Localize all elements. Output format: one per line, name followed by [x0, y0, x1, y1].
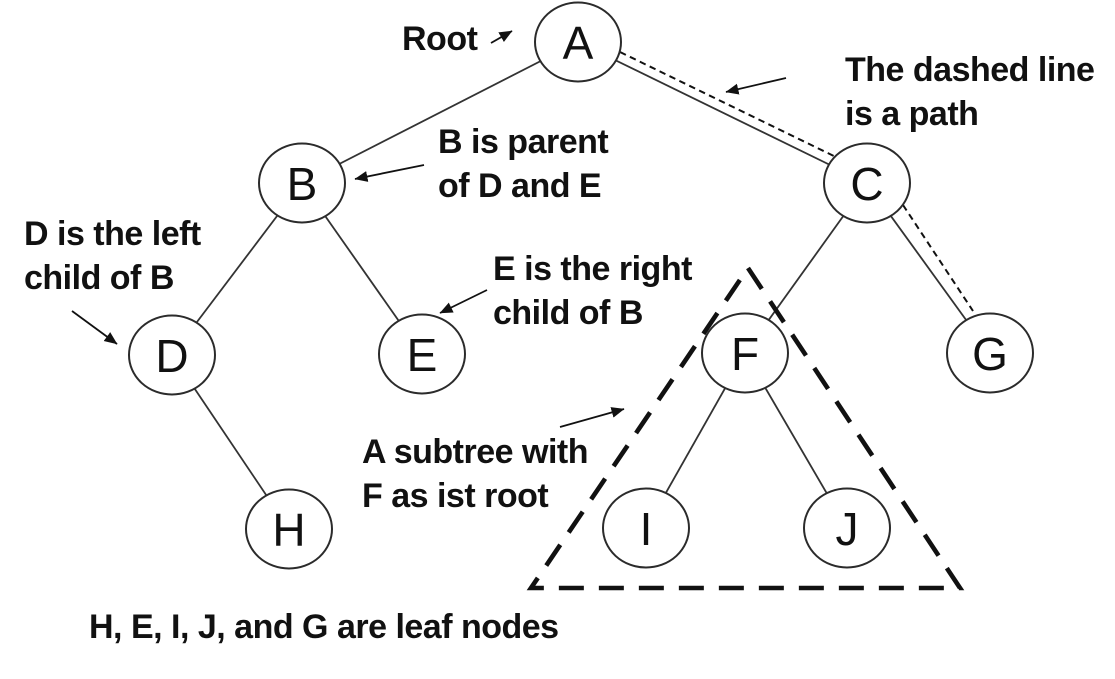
annotation-subtree: A subtree with F as ist root	[362, 430, 589, 518]
tree-node-h: H	[245, 488, 333, 570]
tree-node-c: C	[823, 142, 911, 224]
tree-node-d: D	[128, 314, 216, 396]
annotation-root: Root	[402, 17, 478, 61]
annotation-right-child-line1: E is the right	[493, 250, 692, 288]
tree-node-b: B	[258, 142, 346, 224]
tree-node-label-c: C	[850, 158, 883, 210]
tree-edge-a-b	[301, 41, 579, 184]
tree-node-label-e: E	[407, 329, 438, 381]
annotation-path-line1: The dashed line	[845, 51, 1095, 89]
dashed-path-segment-2	[902, 204, 974, 312]
dashed-path-segment-1	[619, 51, 841, 160]
tree-node-label-j: J	[836, 503, 859, 555]
tree-node-f: F	[701, 312, 789, 394]
subtree-triangle	[526, 263, 965, 591]
parent-arrow	[354, 164, 425, 182]
annotation-left-child: D is the left child of B	[24, 212, 201, 300]
tree-node-i: I	[602, 487, 690, 569]
tree-node-circle-d	[128, 314, 216, 396]
annotation-path: The dashed line is a path	[845, 48, 1095, 136]
root-arrow	[490, 30, 513, 44]
tree-node-label-b: B	[287, 158, 318, 210]
tree-node-g: G	[946, 312, 1034, 394]
annotation-path-line2: is a path	[845, 95, 979, 133]
subtree-arrow	[559, 407, 625, 428]
tree-node-label-g: G	[972, 328, 1008, 380]
tree-node-circle-i	[602, 487, 690, 569]
left-child-arrow	[71, 310, 118, 345]
annotation-subtree-line1: A subtree with	[362, 433, 589, 471]
tree-node-a: A	[534, 1, 622, 83]
right-child-arrow	[439, 289, 488, 314]
annotation-parent: B is parent of D and E	[438, 120, 609, 208]
annotation-parent-line2: of D and E	[438, 167, 602, 205]
tree-edge-a-c	[577, 41, 868, 184]
tree-node-circle-a	[534, 1, 622, 83]
tree-node-e: E	[378, 313, 466, 395]
tree-node-label-i: I	[640, 503, 653, 555]
annotation-right-child-line2: child of B	[493, 294, 643, 332]
tree-node-label-h: H	[272, 504, 305, 556]
tree-node-label-f: F	[731, 328, 759, 380]
tree-node-circle-e	[378, 313, 466, 395]
tree-node-label-d: D	[155, 330, 188, 382]
tree-node-circle-g	[946, 312, 1034, 394]
tree-node-j: J	[803, 487, 891, 569]
annotation-left-child-line1: D is the left	[24, 215, 201, 253]
tree-node-circle-c	[823, 142, 911, 224]
annotation-right-child: E is the right child of B	[493, 247, 692, 335]
leaf-nodes-caption: H, E, I, J, and G are leaf nodes	[89, 608, 559, 646]
annotation-root-line: Root	[402, 20, 478, 58]
tree-node-label-a: A	[563, 17, 594, 69]
tree-node-circle-f	[701, 312, 789, 394]
annotation-left-child-line2: child of B	[24, 259, 174, 297]
tree-node-circle-h	[245, 488, 333, 570]
tree-node-circle-j	[803, 487, 891, 569]
annotation-subtree-line2: F as ist root	[362, 477, 549, 515]
path-arrow	[725, 77, 787, 95]
tree-node-circle-b	[258, 142, 346, 224]
annotation-parent-line1: B is parent	[438, 123, 609, 161]
